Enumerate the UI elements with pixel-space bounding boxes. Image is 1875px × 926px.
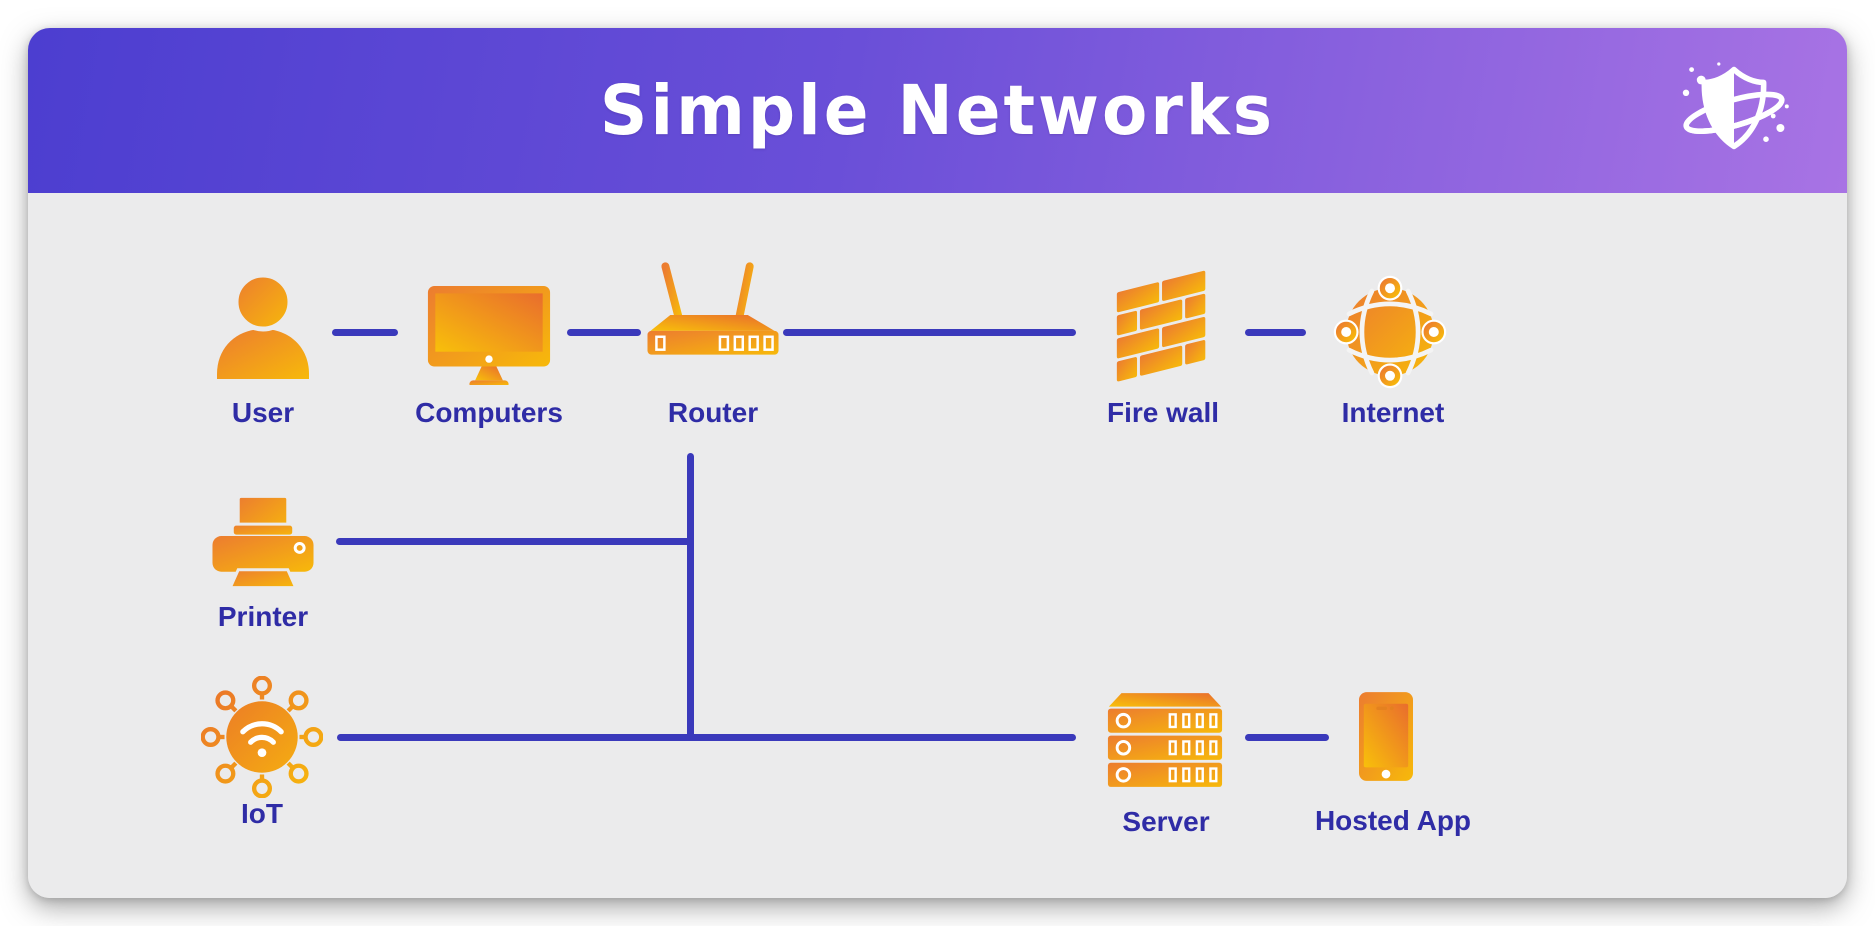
server-rack-icon bbox=[1106, 691, 1224, 795]
edge-firewall-internet bbox=[1245, 329, 1306, 336]
printer-icon bbox=[211, 494, 316, 595]
edge-router-firewall bbox=[783, 329, 1076, 336]
node-label-computers: Computers bbox=[415, 397, 563, 428]
edge-printer-bus bbox=[336, 538, 693, 545]
node-label-internet: Internet bbox=[1341, 397, 1445, 428]
iot-hub-icon bbox=[200, 675, 324, 803]
infographic-card: Simple Networks bbox=[28, 28, 1847, 898]
edge-router-lan-bus bbox=[687, 453, 694, 741]
edge-computers-router bbox=[567, 329, 641, 336]
node-label-user: User bbox=[231, 397, 295, 428]
wireless-router-icon bbox=[647, 258, 780, 361]
computer-monitor-icon bbox=[427, 285, 551, 391]
node-label-iot: IoT bbox=[241, 798, 283, 829]
edge-iot-server bbox=[337, 734, 1076, 741]
user-icon bbox=[215, 272, 311, 384]
page-title: Simple Networks bbox=[599, 70, 1276, 151]
header-banner: Simple Networks bbox=[28, 28, 1847, 193]
diagram-canvas bbox=[28, 193, 1847, 898]
edge-user-computers bbox=[332, 329, 398, 336]
wifi-glyph bbox=[240, 721, 284, 745]
smartphone-icon bbox=[1359, 691, 1413, 787]
edge-server-hosted-app bbox=[1245, 734, 1329, 741]
node-label-server: Server bbox=[1122, 806, 1210, 837]
node-label-router: Router bbox=[667, 397, 759, 428]
node-label-printer: Printer bbox=[217, 601, 309, 632]
shield-orbit-logo-icon bbox=[1682, 62, 1789, 150]
globe-network-icon bbox=[1330, 272, 1450, 397]
brick-wall-icon bbox=[1113, 268, 1213, 393]
node-label-hosted-app: Hosted App bbox=[1314, 805, 1472, 836]
node-label-firewall: Fire wall bbox=[1106, 397, 1220, 428]
